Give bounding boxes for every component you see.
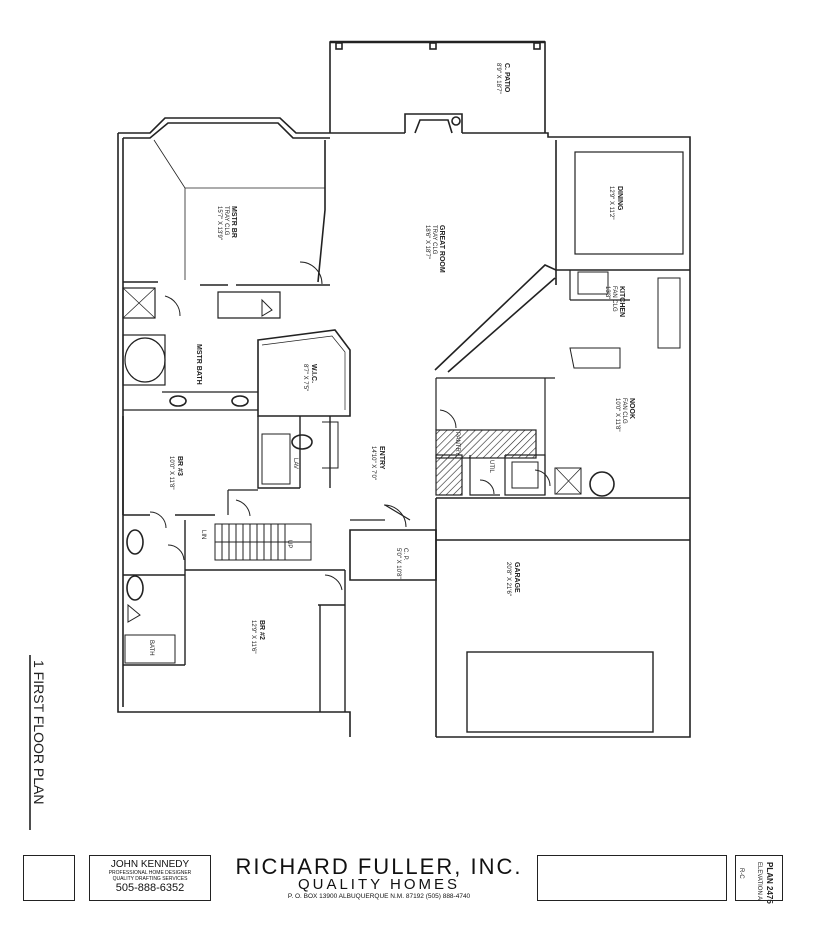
svg-text:12'9" X 11'2": 12'9" X 11'2" — [608, 186, 614, 219]
svg-text:10'0" X 11'8": 10'0" X 11'8" — [168, 456, 174, 489]
label-kitchen: KITCHEN — [618, 286, 625, 317]
label-patio: C. PATIO — [503, 63, 510, 93]
dining-table-area — [574, 151, 684, 255]
svg-text:10'0" X 11'8": 10'0" X 11'8" — [614, 398, 620, 431]
designer-name: JOHN KENNEDY — [110, 859, 190, 870]
svg-text:18'6" X 18'7": 18'6" X 18'7" — [424, 225, 430, 259]
label-entry: ENTRY — [378, 446, 385, 470]
svg-text:FAN CLG: FAN CLG — [611, 286, 617, 312]
svg-text:13'3": 13'3" — [604, 286, 610, 299]
company-block: RICHARD FULLER, INC. QUALITY HOMES P. O.… — [229, 856, 529, 901]
label-br2: BR #2 — [258, 620, 265, 640]
svg-text:15'7" X 13'9": 15'7" X 13'9" — [216, 206, 222, 240]
covered-porch — [349, 529, 437, 581]
label-great-room: GREAT ROOM — [438, 225, 445, 273]
svg-text:TRAY CLG: TRAY CLG — [223, 206, 229, 236]
stair — [214, 523, 312, 561]
designer-line1: PROFESSIONAL HOME DESIGNER — [108, 870, 192, 876]
exterior-wall — [118, 117, 405, 134]
label-cp: C. P. — [402, 548, 408, 561]
label-br3: BR #3 — [176, 456, 183, 476]
label-pantry: PANTRY — [454, 432, 460, 456]
tub — [124, 337, 166, 383]
label-nook: NOOK — [628, 398, 635, 419]
designer-box: JOHN KENNEDY PROFESSIONAL HOME DESIGNER … — [89, 855, 211, 901]
label-garage: GARAGE — [513, 562, 520, 593]
garage-wall — [435, 497, 690, 737]
svg-text:8'9" X 18'7": 8'9" X 18'7" — [495, 63, 501, 94]
svg-text:FAN CLG: FAN CLG — [621, 398, 627, 424]
svg-text:8'7" X 7'5": 8'7" X 7'5" — [302, 364, 308, 391]
plan-title: 1 FIRST FLOOR PLAN — [31, 660, 47, 804]
label-up: UP — [286, 540, 292, 548]
label-wic: W.I.C. — [310, 364, 317, 383]
kitchen-counter — [434, 264, 557, 373]
title-block-left-box — [23, 855, 75, 901]
walk-in-closet — [257, 329, 351, 417]
plan-elevation: ELEVATION A — [756, 862, 762, 900]
label-util: UTIL — [488, 460, 494, 474]
label-linen: LIN — [200, 530, 206, 539]
svg-text:20'8" X 21'6": 20'8" X 21'6" — [505, 562, 511, 596]
label-bath: BATH — [148, 640, 154, 656]
label-lav: LAV — [292, 458, 298, 469]
shower — [122, 287, 156, 319]
company-name: RICHARD FULLER, INC. — [235, 854, 523, 879]
plan-code: R-C — [738, 868, 744, 879]
svg-text:14'10" X 7'0": 14'10" X 7'0" — [370, 446, 376, 480]
plan-number: PLAN 2475 — [765, 862, 774, 904]
company-address: P. O. BOX 13900 ALBUQUERQUE N.M. 87192 (… — [287, 893, 471, 900]
svg-text:5'0" X 10'8": 5'0" X 10'8" — [395, 548, 401, 579]
label-dining: DINING — [616, 186, 623, 211]
svg-text:TRAY CLG: TRAY CLG — [431, 225, 437, 255]
label-master: MSTR BR — [230, 206, 237, 238]
label-mstr-bath: MSTR BATH — [195, 344, 202, 385]
fireplace — [404, 113, 463, 134]
title-block-blank-box — [537, 855, 727, 901]
pantry — [435, 429, 537, 459]
designer-phone: 505-888-6352 — [115, 882, 185, 894]
company-tagline: QUALITY HOMES — [297, 876, 461, 893]
plan-number-box — [735, 855, 783, 901]
designer-line2: QUALITY DRAFTING SERVICES — [112, 876, 188, 882]
svg-text:12'9" X 11'6": 12'9" X 11'6" — [250, 620, 256, 653]
garage-door-opening — [466, 651, 654, 733]
